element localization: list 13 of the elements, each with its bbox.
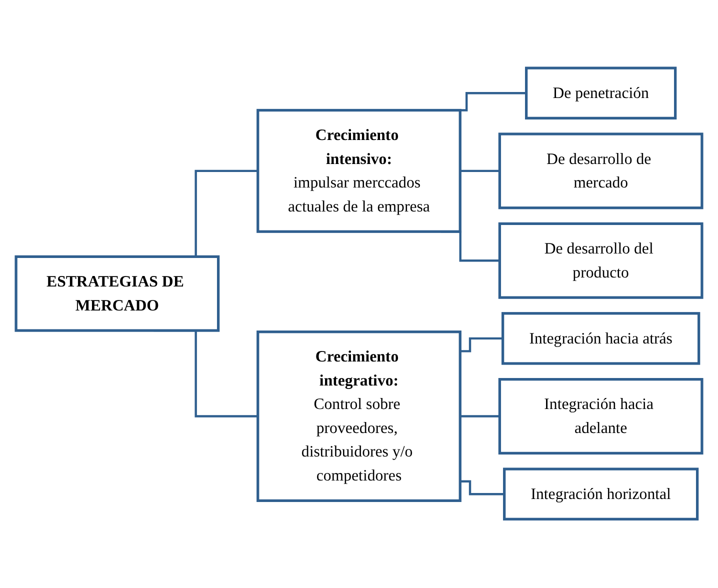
connector (460, 170, 500, 172)
node-box: Integración hacia adelante (498, 378, 704, 455)
node-box: De desarrollo de mercado (498, 133, 704, 210)
node-box: ESTRATEGIAS DE MERCADO (14, 256, 220, 332)
connector (460, 480, 504, 496)
connector (460, 338, 503, 353)
node-box: Crecimiento integrativo: Control sobre proveedores, distribuidores y/o competidores (256, 330, 462, 502)
node-box: Crecimiento intensivo: impulsar merccados actuales de la empresa (256, 109, 462, 234)
node-box: Integración hacia atrás (502, 312, 700, 366)
node-box: De penetración (525, 67, 677, 120)
node-box: Integración horizontal (503, 468, 699, 521)
connector (460, 416, 500, 418)
node-box: De desarrollo del producto (498, 222, 704, 300)
